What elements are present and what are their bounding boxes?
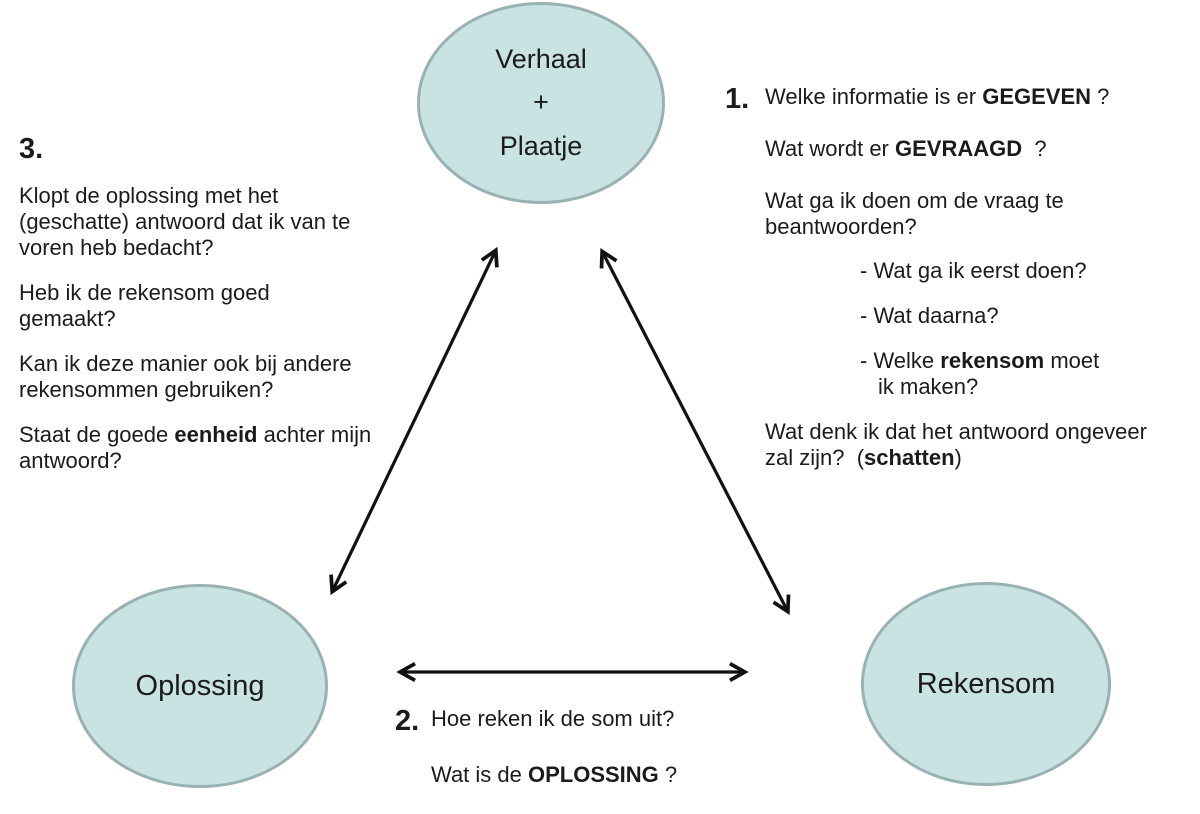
step-2-block: 2. Hoe reken ik de som uit? Wat is de OP… bbox=[395, 706, 775, 788]
step-1-sub-rekensom-pre: - Welke bbox=[860, 348, 941, 373]
step-1-sub-rekensom-post: moet ik maken? bbox=[878, 348, 1100, 399]
step-2-oplossing-bold: OPLOSSING bbox=[528, 762, 659, 787]
step-3-eenheid-post: achter mijn antwoord? bbox=[19, 422, 372, 473]
node-verhaal-plaatje-line2: + bbox=[533, 87, 549, 118]
step-3-question-klopt: Klopt de oplossing met het (geschatte) a… bbox=[19, 183, 351, 260]
step-2-oplossing-post: ? bbox=[658, 762, 678, 787]
node-rekensom: Rekensom bbox=[861, 582, 1111, 786]
step-1-gegeven-bold: GEGEVEN bbox=[982, 84, 1092, 109]
step-1-gegeven-pre: Welke informatie is er bbox=[765, 84, 983, 109]
step-1-gevraagd-post: ? bbox=[1022, 136, 1047, 161]
step-3-eenheid-pre: Staat de goede bbox=[19, 422, 175, 447]
step-3-block: 3. Klopt de oplossing met het (geschatte… bbox=[19, 134, 419, 493]
step-3-question-manier: Kan ik deze manier ook bij andere rekens… bbox=[19, 351, 352, 402]
step-1-block: 1. Welke informatie is er GEGEVEN ? Wat … bbox=[725, 84, 1195, 471]
step-3-question-eenheid: Staat de goede eenheid achter mijn antwo… bbox=[19, 422, 419, 474]
step-2-question-how: Hoe reken ik de som uit? bbox=[431, 706, 675, 731]
step-2-content: Hoe reken ik de som uit? Wat is de OPLOS… bbox=[431, 706, 775, 788]
step-1-sub-daarna: - Wat daarna? bbox=[860, 303, 999, 328]
step-3-eenheid-bold: eenheid bbox=[174, 422, 258, 447]
step-1-question-plan: Wat ga ik doen om de vraag te beantwoord… bbox=[765, 188, 1064, 239]
node-oplossing: Oplossing bbox=[72, 584, 328, 788]
node-verhaal-plaatje-line1: Verhaal bbox=[495, 44, 587, 75]
step-1-schatten-pre: Wat denk ik dat het antwoord ongeveer za… bbox=[765, 419, 1147, 470]
step-1-gevraagd-bold: GEVRAAGD bbox=[895, 136, 1023, 161]
node-oplossing-label: Oplossing bbox=[135, 669, 265, 702]
node-verhaal-plaatje: Verhaal + Plaatje bbox=[417, 2, 665, 204]
step-1-sub-rekensom-bold: rekensom bbox=[940, 348, 1045, 373]
step-1-sub-eerst: - Wat ga ik eerst doen? bbox=[860, 258, 1087, 283]
step-3-number: 3. bbox=[19, 133, 44, 165]
step-2-question-oplossing: Wat is de OPLOSSING ? bbox=[431, 762, 775, 788]
step-1-schatten-bold: schatten bbox=[864, 445, 955, 470]
step-2-number: 2. bbox=[395, 705, 420, 737]
step-1-question-gegeven: Welke informatie is er GEGEVEN ? bbox=[765, 84, 1195, 110]
node-verhaal-plaatje-line3: Plaatje bbox=[499, 130, 583, 161]
step-2-oplossing-pre: Wat is de bbox=[431, 762, 528, 787]
node-rekensom-label: Rekensom bbox=[916, 667, 1056, 700]
step-1-schatten-post: ) bbox=[954, 445, 962, 470]
step-1-gegeven-post: ? bbox=[1091, 84, 1110, 109]
step-1-gevraagd-pre: Wat wordt er bbox=[765, 136, 895, 161]
step-3-question-rekensom: Heb ik de rekensom goed gemaakt? bbox=[19, 280, 270, 331]
step-1-question-gevraagd: Wat wordt er GEVRAAGD ? bbox=[765, 136, 1195, 162]
step-1-content: Welke informatie is er GEGEVEN ? Wat wor… bbox=[765, 84, 1195, 471]
step-1-number: 1. bbox=[725, 83, 750, 115]
step-1-sub-rekensom: - Welke rekensom moet ik maken? bbox=[860, 348, 1195, 400]
step-1-question-schatten: Wat denk ik dat het antwoord ongeveer za… bbox=[765, 419, 1195, 471]
